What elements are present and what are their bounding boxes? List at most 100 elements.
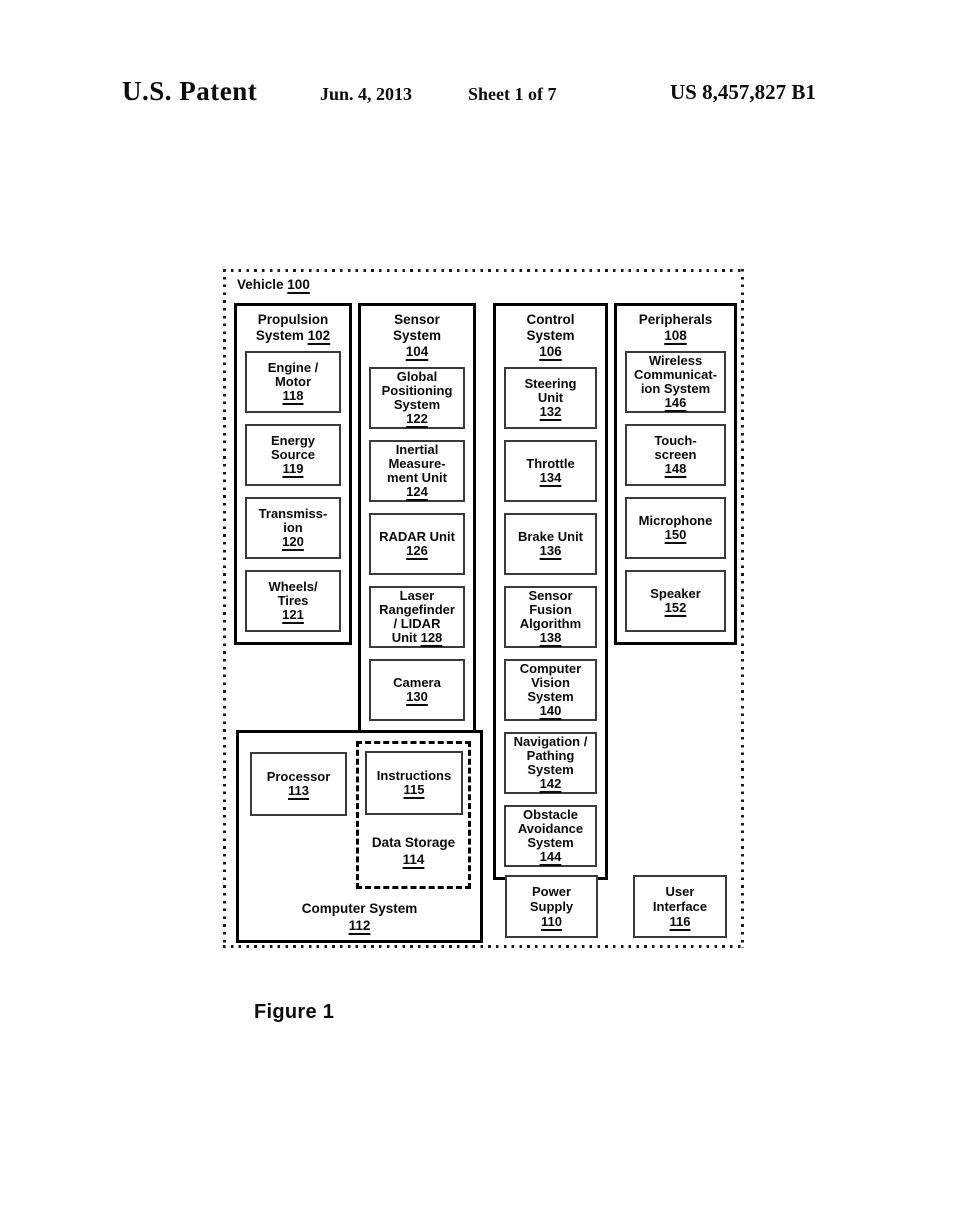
label-line: Energy [270, 433, 316, 448]
label-line: Microphone [638, 513, 713, 528]
label-line: Tires [277, 593, 309, 608]
ref-numeral: 120 [282, 534, 304, 549]
label-line: 119 [247, 462, 339, 476]
label-line: System [527, 835, 574, 850]
label-line: 130 [371, 690, 463, 704]
ref-numeral: 104 [405, 344, 429, 359]
ref-numeral: 132 [539, 404, 562, 419]
label-line: Vision [531, 675, 570, 690]
ref-numeral: 140 [539, 703, 562, 718]
ref-numeral: 128 [420, 630, 443, 645]
label-line: 140 [506, 704, 595, 718]
label-line: 120 [247, 535, 339, 549]
ref-numeral: 150 [664, 527, 687, 542]
label-line: Communicat- [633, 367, 718, 382]
label-line: 110 [507, 914, 596, 929]
label-line: System 102 [255, 328, 331, 343]
label-line: 136 [506, 544, 595, 558]
ref-numeral: 138 [539, 630, 562, 645]
label-line: System [393, 397, 441, 412]
label-line: Processor [266, 769, 331, 784]
label-line: Computer [519, 661, 582, 676]
label-line: Supply [529, 899, 574, 914]
label-line: 116 [635, 914, 725, 929]
label-line: Obstacle [523, 807, 578, 822]
ref-numeral: 142 [539, 776, 562, 791]
label-line: 142 [506, 777, 595, 791]
ref-numeral: 106 [539, 344, 562, 359]
ref-numeral: 108 [664, 328, 687, 343]
label-line: ion System [640, 381, 711, 396]
ref-numeral: 146 [664, 395, 687, 410]
label-line: Computer System [301, 901, 418, 916]
label-line: 108 [625, 328, 726, 344]
label-line: Data Storage [371, 835, 456, 850]
label-line: Avoidance [517, 821, 584, 836]
ref-numeral: 124 [406, 484, 428, 499]
patent-header-date: Jun. 4, 2013 [320, 84, 413, 104]
vehicle-label: Vehicle 100 [237, 277, 310, 292]
label-line: 134 [506, 471, 595, 485]
dotted-border-right [741, 269, 744, 948]
label-line: Speaker [650, 586, 701, 601]
label-line: Instructions [376, 768, 452, 783]
label-line: 124 [371, 485, 463, 499]
ref-numeral: 110 [541, 914, 562, 929]
label-line: 152 [627, 601, 724, 615]
label-line: 113 [252, 784, 345, 798]
label-line: 138 [506, 631, 595, 645]
ref-numeral: 114 [402, 852, 425, 867]
label-line: Touch- [654, 433, 697, 448]
label-line: Wireless [648, 353, 703, 368]
label-line: ment Unit [387, 470, 447, 485]
ref-numeral: 119 [282, 461, 304, 476]
label-line: Inertial [395, 442, 439, 457]
label-line: User [665, 884, 695, 899]
label-line: Global [396, 369, 438, 384]
label-line: Positioning [381, 383, 453, 398]
label-line: 150 [627, 528, 724, 542]
label-line: Fusion [529, 602, 572, 617]
label-line: Sensor [528, 588, 573, 603]
label-line: Source [270, 447, 316, 462]
label-line: ion [283, 520, 303, 535]
label-line: Vehicle 100 [237, 277, 310, 292]
computer-system-label: Computer System 112 [239, 900, 480, 934]
label-line: 126 [371, 544, 463, 558]
ref-numeral: 112 [348, 918, 371, 933]
data-storage-label: Data Storage 114 [359, 834, 468, 868]
ref-numeral: 100 [287, 277, 310, 292]
label-line: Engine / [267, 360, 319, 375]
label-line: 132 [506, 405, 595, 419]
label-line: Measure- [388, 456, 446, 471]
dotted-border-top [223, 269, 744, 272]
dotted-border-left [223, 269, 226, 948]
label-line: screen [654, 447, 697, 462]
label-line: Interface [652, 899, 708, 914]
label-line: 144 [506, 850, 595, 864]
